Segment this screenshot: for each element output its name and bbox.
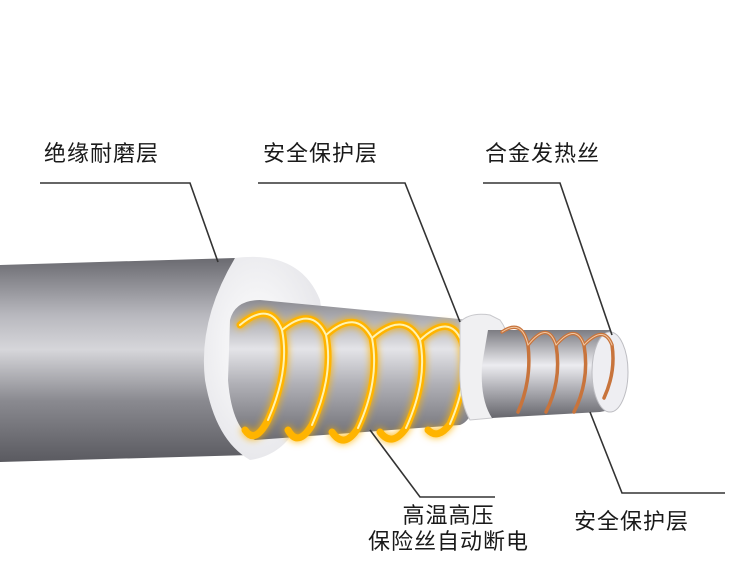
label-safety-layer-bottom: 安全保护层 xyxy=(574,510,690,535)
label-safety-layer-top: 安全保护层 xyxy=(263,142,379,167)
core-end-face xyxy=(591,331,629,413)
insulation-sheath xyxy=(0,258,250,462)
label-fuse-line2: 保险丝自动断电 xyxy=(368,530,530,556)
label-insulation-layer: 绝缘耐磨层 xyxy=(44,142,160,167)
leader-safety-bottom xyxy=(589,411,725,494)
label-fuse: 高温高压 保险丝自动断电 xyxy=(368,504,529,557)
leader-insulation xyxy=(40,182,219,263)
core-conductor xyxy=(481,330,626,418)
leader-heating-wire xyxy=(483,182,613,336)
leader-safety-top xyxy=(258,182,461,323)
leader-fuse xyxy=(369,429,495,498)
label-fuse-line1: 高温高压 xyxy=(402,504,495,529)
label-heating-wire: 合金发热丝 xyxy=(485,142,601,167)
